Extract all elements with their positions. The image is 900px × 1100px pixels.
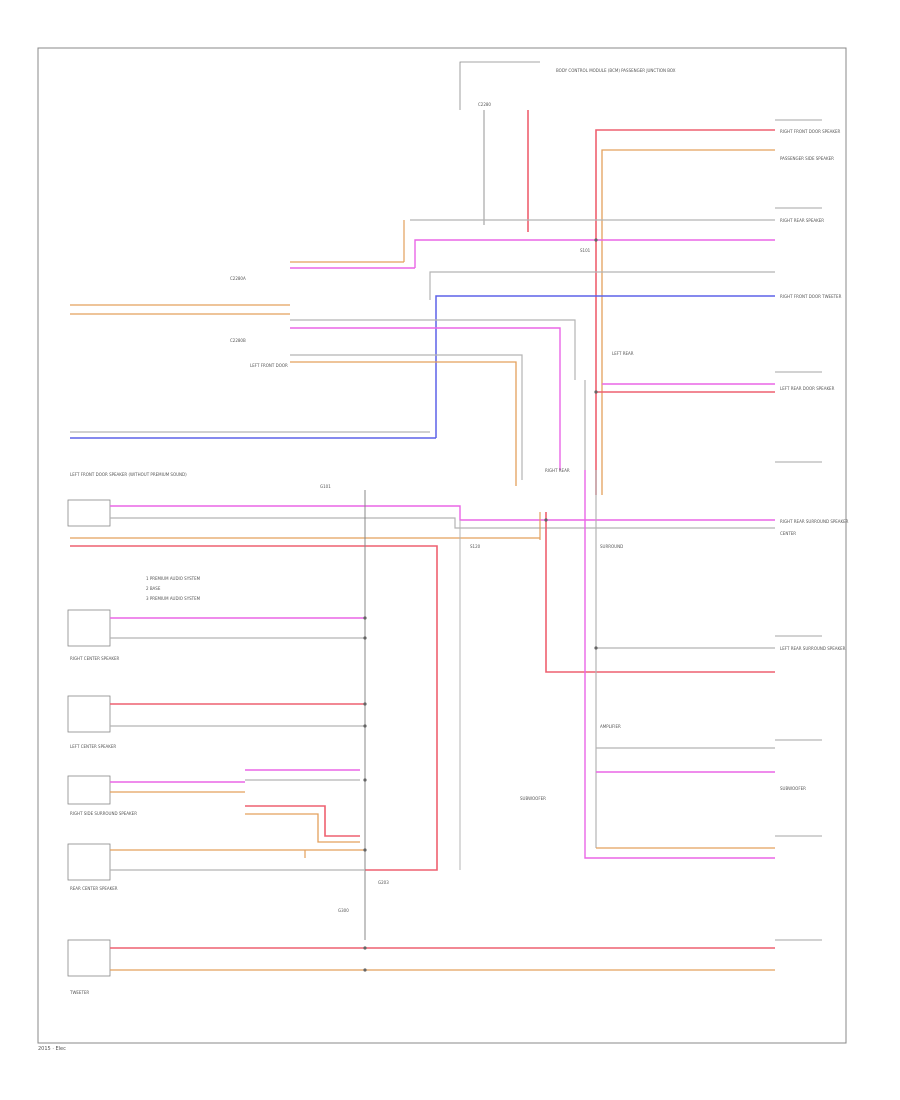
note-2: 2 BASE — [146, 586, 161, 591]
right-brackets — [775, 119, 822, 941]
footer-label: 2015 · Elec — [38, 1046, 66, 1052]
left-component-5: REAR CENTER SPEAKER G203 — [67, 843, 389, 891]
right-conn-2: PASSENGER SIDE SPEAKER — [780, 156, 834, 161]
left-top-label-b: C2280B — [230, 338, 246, 343]
top-module: BODY CONTROL MODULE (BCM) PASSENGER JUNC… — [459, 61, 676, 232]
left-comp-4: REAR CENTER SPEAKER — [70, 886, 118, 891]
right-conn-4: RIGHT FRONT DOOR TWEETER — [780, 294, 842, 299]
right-conn-6b: CENTER — [780, 531, 796, 536]
top-conn-label: C2280 — [478, 102, 491, 107]
mid-label-5: SUBWOOFER — [520, 796, 546, 801]
right-conn-3: RIGHT REAR SPEAKER — [780, 218, 824, 223]
right-conn-7: LEFT REAR SURROUND SPEAKER — [780, 646, 846, 651]
junction-dots — [363, 238, 598, 972]
right-mid-wires: LEFT REAR DOOR SPEAKER LEFT REAR RIGHT R… — [545, 351, 835, 473]
note-1: 1 PREMIUM AUDIO SYSTEM — [146, 576, 201, 581]
notes: 1 PREMIUM AUDIO SYSTEM 2 BASE 3 PREMIUM … — [146, 576, 201, 601]
left-mid-label-a: LEFT FRONT DOOR — [250, 363, 288, 368]
mid-label-1: LEFT REAR — [612, 351, 634, 356]
left-component-6: TWEETER G300 — [67, 908, 775, 995]
g1-label: G101 — [320, 484, 331, 489]
left-comp-5: TWEETER — [69, 990, 89, 995]
left-comp-1: RIGHT CENTER SPEAKER — [70, 656, 119, 661]
g2-label: G203 — [378, 880, 389, 885]
diagram-frame — [37, 47, 847, 1044]
right-conn-1: RIGHT FRONT DOOR SPEAKER — [780, 129, 841, 134]
note-3: 3 PREMIUM AUDIO SYSTEM — [146, 596, 201, 601]
splice-label-2: S120 — [470, 544, 481, 549]
left-comp-2: LEFT CENTER SPEAKER — [70, 744, 116, 749]
left-component-4: RIGHT SIDE SURROUND SPEAKER — [67, 769, 360, 843]
right-conn-8: SUBWOOFER — [780, 786, 806, 791]
g3-label: G300 — [338, 908, 349, 913]
middle-bus: RIGHT REAR SURROUND SPEAKER CENTER S120 — [70, 505, 849, 871]
splice-label-1: S101 — [580, 248, 591, 253]
right-top-wires: RIGHT FRONT DOOR SPEAKER PASSENGER SIDE … — [403, 129, 842, 495]
mid-label-4: AMPLIFIER — [600, 724, 621, 729]
left-comp-3: RIGHT SIDE SURROUND SPEAKER — [70, 811, 137, 816]
mid-label-2: RIGHT REAR — [545, 468, 570, 473]
left-component-3: LEFT CENTER SPEAKER — [67, 695, 365, 749]
right-conn-6: RIGHT REAR SURROUND SPEAKER — [780, 519, 849, 524]
mid-label-6: SURROUND — [600, 544, 623, 549]
left-top-label-a: C2280A — [230, 276, 246, 281]
left-top-wires: C2280A C2280B LEFT FRONT DOOR — [70, 261, 576, 486]
top-module-label: BODY CONTROL MODULE (BCM) PASSENGER JUNC… — [556, 68, 676, 73]
left-component-2: RIGHT CENTER SPEAKER — [67, 609, 365, 661]
right-conn-5: LEFT REAR DOOR SPEAKER — [780, 386, 835, 391]
center-vertical: LEFT REAR SURROUND SPEAKER SUBWOOFER AMP… — [520, 470, 846, 859]
left-component-1: LEFT FRONT DOOR SPEAKER (WITHOUT PREMIUM… — [67, 472, 360, 527]
left-conn-label: LEFT FRONT DOOR SPEAKER (WITHOUT PREMIUM… — [70, 472, 187, 477]
